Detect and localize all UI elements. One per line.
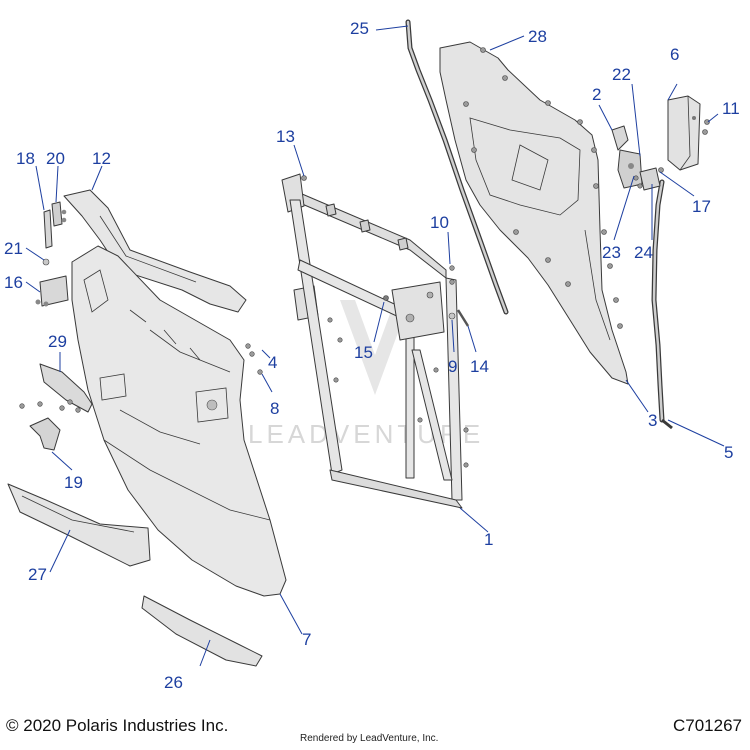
callout-labels: 1 2 3 4 5 6 7 8 9 10 11 12 13 14 15 16 1… bbox=[4, 19, 740, 692]
leader-lines bbox=[25, 25, 725, 667]
callout-4: 4 bbox=[268, 353, 277, 372]
callout-16: 16 bbox=[4, 273, 23, 292]
part-19-bracket bbox=[29, 417, 61, 451]
callout-25: 25 bbox=[350, 19, 369, 38]
rendered-by-text: Rendered by LeadVenture, Inc. bbox=[300, 733, 439, 744]
callout-27: 27 bbox=[28, 565, 47, 584]
callout-29: 29 bbox=[48, 332, 67, 351]
callout-21: 21 bbox=[4, 239, 23, 258]
callout-2: 2 bbox=[592, 85, 601, 104]
part-29-hinge-bracket bbox=[39, 363, 93, 413]
callout-19: 19 bbox=[64, 473, 83, 492]
part-10-screws bbox=[449, 265, 455, 285]
part-6-latch-cover bbox=[667, 95, 701, 171]
part-3-upper-door-panel bbox=[439, 41, 629, 385]
part-15-insert bbox=[383, 295, 389, 301]
part-11-screws bbox=[702, 119, 710, 135]
callout-6: 6 bbox=[670, 45, 679, 64]
callout-8: 8 bbox=[270, 399, 279, 418]
part-18-hinge-pin bbox=[43, 209, 53, 249]
callout-9: 9 bbox=[448, 357, 457, 376]
part-4-clips bbox=[245, 343, 255, 357]
part-1-frame-screws bbox=[327, 317, 469, 468]
part-2-latch-handle bbox=[611, 125, 629, 151]
watermark-logo bbox=[340, 300, 410, 395]
part-20-hinge-bracket bbox=[51, 201, 67, 227]
callout-13: 13 bbox=[276, 127, 295, 146]
callout-1: 1 bbox=[484, 530, 493, 549]
part-1-door-frame bbox=[281, 173, 463, 509]
copyright-text: © 2020 Polaris Industries Inc. bbox=[6, 716, 229, 735]
part-14-bolt bbox=[456, 309, 470, 327]
diagram-code: C701267 bbox=[672, 716, 742, 735]
callout-3: 3 bbox=[648, 411, 657, 430]
part-24-latch-plate bbox=[639, 167, 661, 191]
part-8-screw bbox=[257, 369, 263, 375]
callout-14: 14 bbox=[470, 357, 489, 376]
watermark-text: LEADVENTURE bbox=[248, 419, 484, 449]
part-23-fasteners bbox=[633, 175, 643, 189]
part-21-washer bbox=[42, 258, 50, 266]
part-28-screws bbox=[463, 47, 623, 329]
callout-24: 24 bbox=[634, 243, 653, 262]
part-16-hinge-plate bbox=[35, 275, 69, 307]
callout-26: 26 bbox=[164, 673, 183, 692]
callout-10: 10 bbox=[430, 213, 449, 232]
callout-5: 5 bbox=[724, 443, 733, 462]
part-22-latch-assembly bbox=[617, 149, 643, 189]
callout-15: 15 bbox=[354, 343, 373, 362]
part-12-upper-trim bbox=[63, 189, 247, 313]
part-5-rear-seal bbox=[651, 179, 673, 430]
part-7-lower-door-panel bbox=[71, 245, 287, 597]
callout-11: 11 bbox=[722, 99, 740, 118]
part-13-screw bbox=[301, 175, 307, 181]
callout-20: 20 bbox=[46, 149, 65, 168]
part-29-fasteners bbox=[19, 399, 81, 413]
part-27-lower-trim bbox=[7, 483, 151, 567]
callout-23: 23 bbox=[602, 243, 621, 262]
part-26-rocker-trim bbox=[141, 595, 263, 667]
callout-12: 12 bbox=[92, 149, 111, 168]
part-25-seal-strip bbox=[405, 19, 509, 315]
callout-28: 28 bbox=[528, 27, 547, 46]
callout-17: 17 bbox=[692, 197, 711, 216]
callout-18: 18 bbox=[16, 149, 35, 168]
callout-7: 7 bbox=[302, 630, 311, 649]
callout-22: 22 bbox=[612, 65, 631, 84]
part-9-washer bbox=[448, 312, 456, 320]
